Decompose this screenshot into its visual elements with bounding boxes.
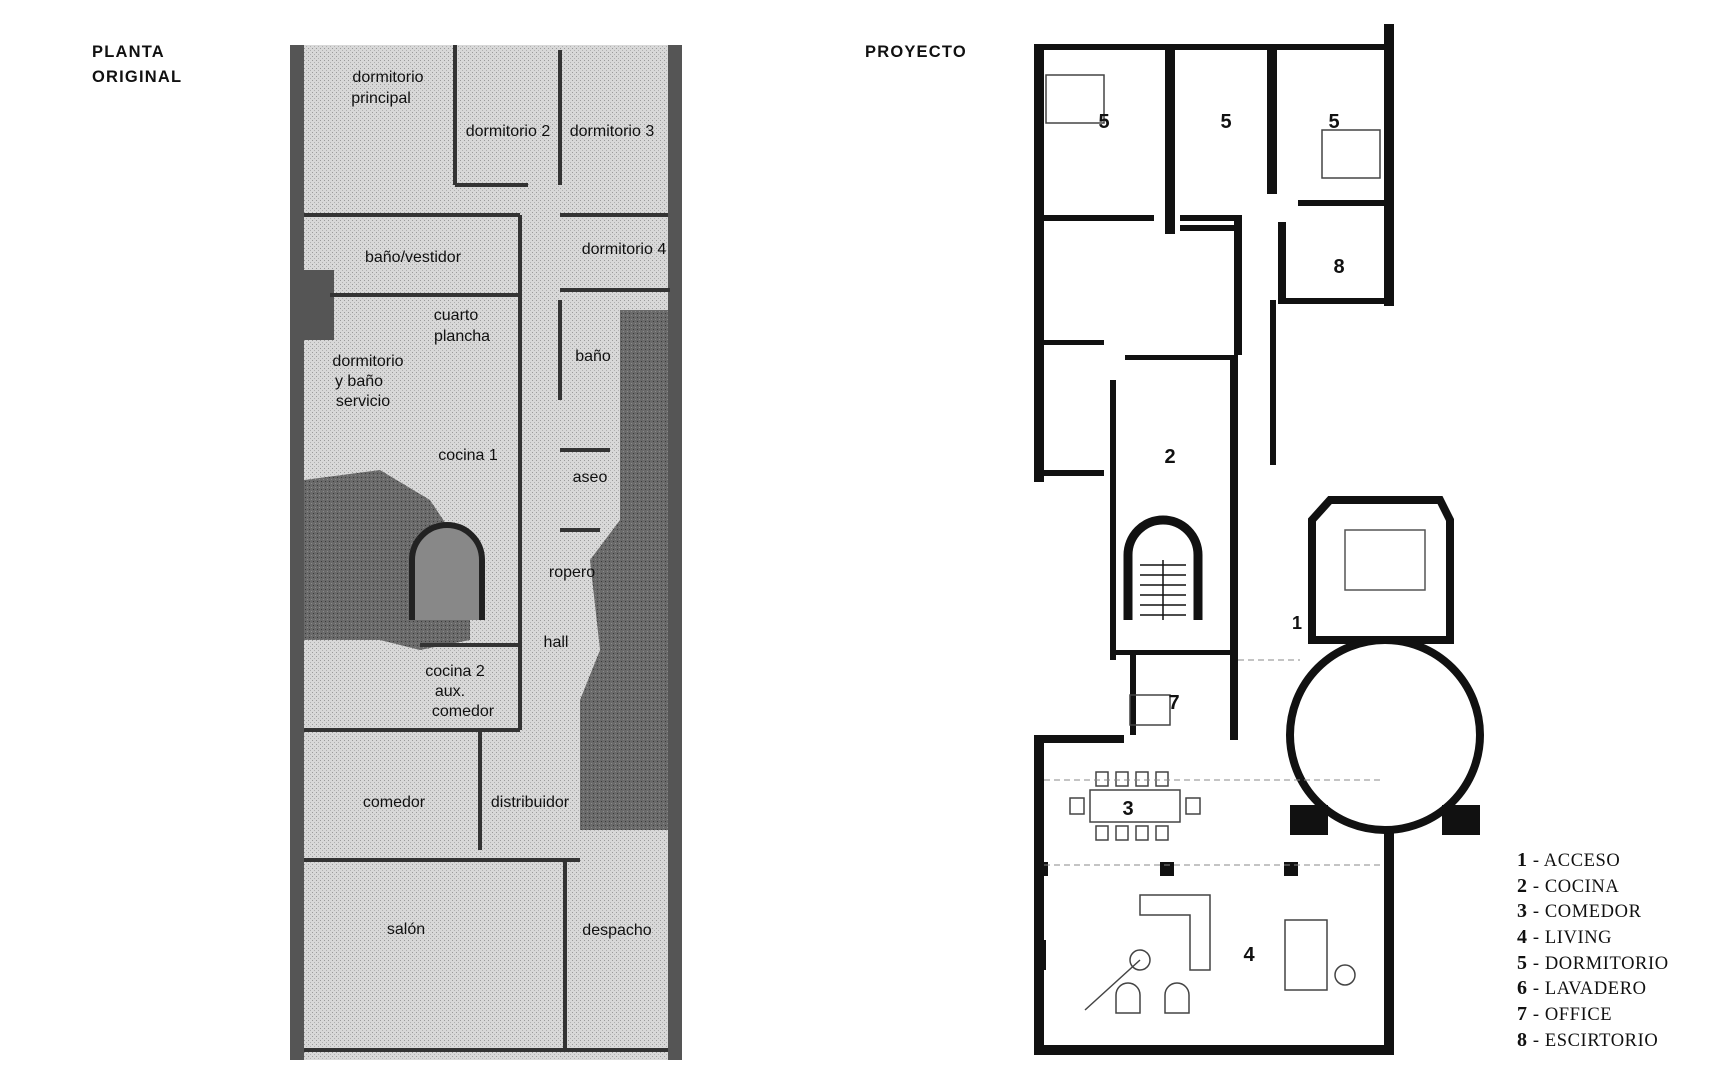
project-room-number-5c: 5: [1328, 111, 1339, 133]
project-room-number-1: 1: [1292, 613, 1302, 633]
original-floor-plan: dormitorio principal dormitorio 2 dormit…: [290, 45, 682, 1060]
legend-item-office: 7 - OFFICE: [1517, 1003, 1613, 1026]
room-label-bano-vestidor: baño/vestidor: [365, 249, 462, 266]
project-legend: 1 - ACCESO 2 - COCINA 3 - COMEDOR 4 - LI…: [1517, 848, 1669, 1054]
project-rotunda: [1286, 636, 1484, 834]
room-label-distribuidor: distribuidor: [491, 794, 570, 811]
project-room-number-2: 2: [1164, 446, 1175, 468]
project-room-number-5b: 5: [1220, 111, 1231, 133]
room-label-aux: aux.: [435, 683, 465, 700]
legend-item-cocina: 2 - COCINA: [1517, 874, 1620, 897]
project-room-number-4: 4: [1243, 944, 1255, 966]
project-stair-tower: [1308, 496, 1454, 644]
room-label-ropero: ropero: [549, 564, 595, 581]
room-label-servicio: servicio: [336, 393, 390, 410]
legend-item-dormitorio: 5 - DORMITORIO: [1517, 951, 1669, 974]
original-east-wall: [668, 45, 682, 1060]
project-room-number-7: 7: [1168, 692, 1179, 714]
room-label-comedor-aux: comedor: [432, 703, 495, 720]
original-title-line2: ORIGINAL: [92, 68, 183, 86]
project-floor-plan: 5 5 5 8 2 1 7 3 4: [1034, 24, 1484, 1055]
legend-item-escritorio: 8 - ESCIRTORIO: [1517, 1028, 1659, 1051]
room-label-plancha: plancha: [434, 328, 490, 345]
room-label-dormitorio-principal-2: principal: [351, 90, 411, 107]
original-west-wall: [290, 45, 304, 1060]
room-label-dormitorio-4: dormitorio 4: [582, 241, 667, 258]
room-label-dormitorio-3: dormitorio 3: [570, 123, 655, 140]
legend-item-comedor: 3 - COMEDOR: [1517, 900, 1642, 923]
original-light-well: [304, 270, 334, 340]
room-label-dormitorio-principal: dormitorio: [352, 69, 423, 86]
project-room-number-8: 8: [1333, 256, 1344, 278]
original-plan-title: PLANTA ORIGINAL: [92, 40, 182, 90]
original-courtyard-right: [580, 310, 668, 830]
original-stair-arch: [409, 522, 485, 620]
room-label-aseo: aseo: [573, 469, 608, 486]
room-label-bano: baño: [575, 348, 611, 365]
legend-item-lavadero: 6 - LAVADERO: [1517, 977, 1647, 1000]
project-room-number-3: 3: [1122, 798, 1133, 820]
room-label-despacho: despacho: [582, 922, 651, 939]
room-label-dormitorio-servicio: dormitorio: [332, 353, 403, 370]
project-room-number-5a: 5: [1098, 111, 1109, 133]
legend-item-living: 4 - LIVING: [1517, 926, 1613, 949]
project-dashed-lines: [1044, 659, 1384, 866]
room-label-comedor: comedor: [363, 794, 426, 811]
original-title-line1: PLANTA: [92, 43, 165, 61]
room-label-hall: hall: [544, 634, 569, 651]
room-label-cocina-1: cocina 1: [438, 447, 498, 464]
room-label-salon: salón: [387, 921, 425, 938]
project-furniture: [1045, 74, 1381, 1014]
project-plan-title: PROYECTO: [865, 43, 967, 61]
room-label-cuarto: cuarto: [434, 307, 479, 324]
legend-item-acceso: 1 - ACCESO: [1517, 849, 1621, 871]
room-label-y-bano: y baño: [335, 373, 383, 390]
room-label-cocina-2: cocina 2: [425, 663, 485, 680]
room-label-dormitorio-2: dormitorio 2: [466, 123, 551, 140]
